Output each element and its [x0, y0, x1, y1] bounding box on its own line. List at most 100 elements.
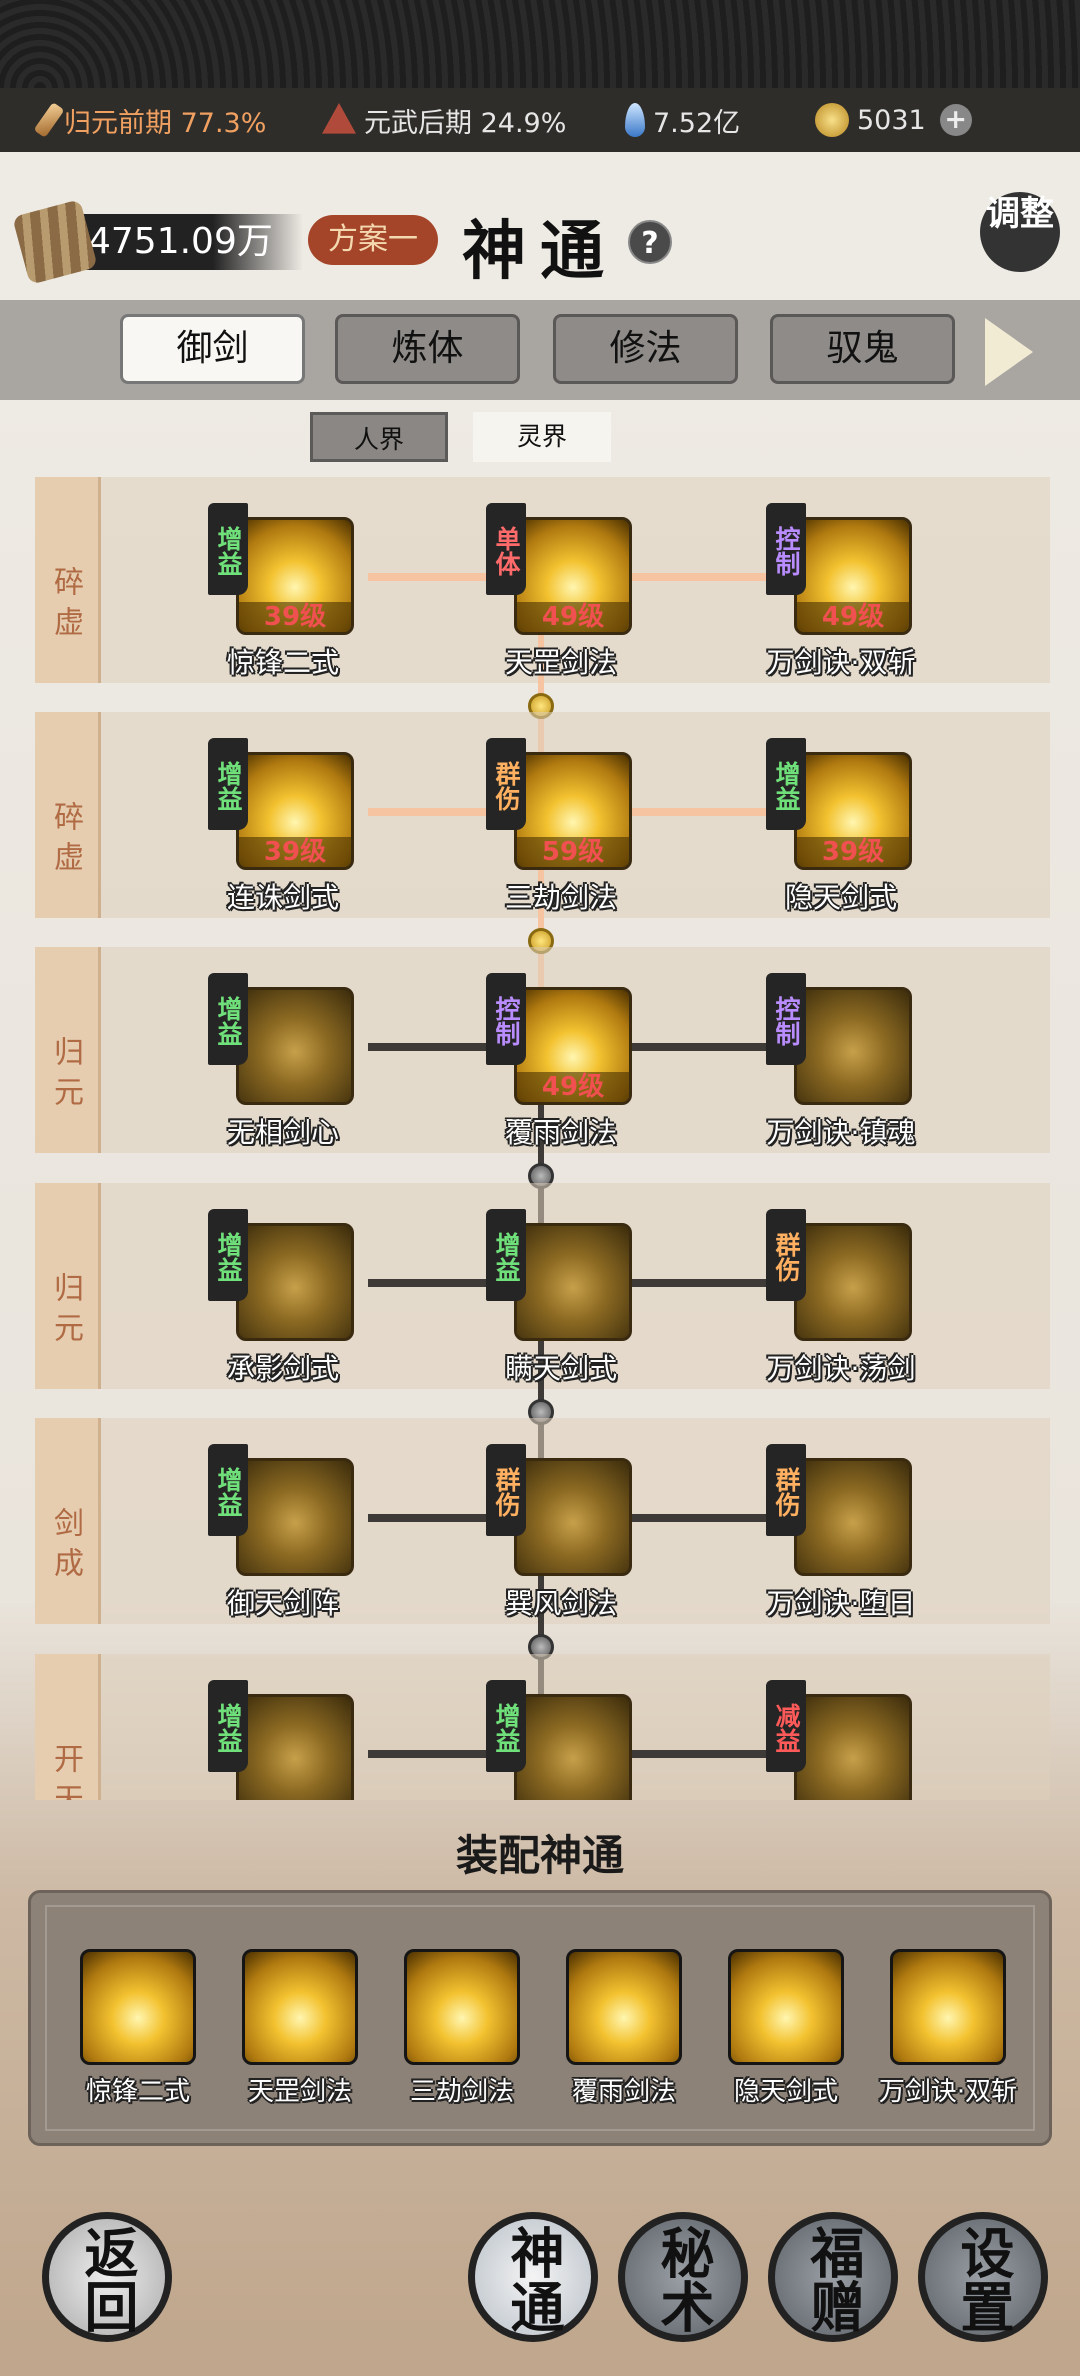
nav-button-3[interactable]: 设置 — [918, 2212, 1048, 2342]
subtab-renjie[interactable]: 人界 — [310, 412, 448, 462]
equipped-skill-icon[interactable] — [728, 1949, 844, 2065]
equipped-skill-icon[interactable] — [404, 1949, 520, 2065]
skill-name: 隐天剑式 — [784, 881, 897, 914]
skill-item[interactable]: 49级 控制 覆雨剑法 — [486, 973, 636, 1151]
equipped-skill[interactable]: 三劫剑法 — [387, 1949, 537, 2108]
skill-type-tag: 群伤 — [766, 1444, 806, 1536]
status-bar: 归元前期 77.3% 元武后期 24.9% 7.52亿 5031+ — [0, 88, 1080, 152]
realm-cultivation: 归元前期 77.3% — [33, 101, 266, 140]
skill-type-tag: 增益 — [208, 738, 248, 830]
skill-icon[interactable] — [514, 1458, 632, 1576]
skill-item[interactable]: 群伤 万剑诀·荡剑 — [766, 1209, 916, 1387]
skill-item[interactable]: 群伤 巽风剑法 — [486, 1444, 636, 1622]
skill-level: 39级 — [239, 602, 351, 632]
tab-xiufa[interactable]: 修法 — [553, 314, 738, 384]
skill-icon[interactable]: 39级 — [794, 752, 912, 870]
tab-lianti[interactable]: 炼体 — [335, 314, 520, 384]
skill-type-tag: 控制 — [766, 503, 806, 595]
skill-name: 承影剑式 — [226, 1352, 339, 1385]
add-currency-button[interactable]: + — [939, 104, 972, 136]
skill-icon[interactable] — [236, 1223, 354, 1341]
nav-button-1[interactable]: 秘术 — [618, 2212, 748, 2342]
skill-icon[interactable]: 49级 — [514, 517, 632, 635]
nav-label: 秘术 — [651, 2225, 715, 2333]
skill-icon[interactable]: 39级 — [236, 752, 354, 870]
skill-item[interactable]: 增益 无相剑心 — [208, 973, 358, 1151]
skill-level: 39级 — [797, 837, 909, 867]
skill-icon[interactable]: 59级 — [514, 752, 632, 870]
skill-type-tag: 增益 — [486, 1209, 526, 1301]
nav-button-0[interactable]: 神通 — [468, 2212, 598, 2342]
nav-label: 神通 — [501, 2225, 565, 2333]
skill-item[interactable]: 增益 — [208, 1680, 358, 1800]
equipped-skill[interactable]: 万剑诀·双斩 — [873, 1949, 1023, 2108]
chevron-right-icon[interactable] — [985, 318, 1033, 386]
skill-icon[interactable] — [514, 1223, 632, 1341]
spirit-stones: 7.52亿 — [625, 101, 740, 140]
skill-name: 惊锋二式 — [226, 646, 339, 679]
skill-icon[interactable] — [236, 1458, 354, 1576]
spirit-stones-value: 7.52亿 — [653, 107, 741, 139]
skill-type-tag: 控制 — [486, 973, 526, 1065]
skill-icon[interactable] — [794, 1458, 912, 1576]
skill-icon[interactable] — [236, 1694, 354, 1800]
skill-icon[interactable] — [794, 987, 912, 1105]
money-display: 4751.09万 — [12, 199, 303, 285]
skill-item[interactable]: 增益 承影剑式 — [208, 1209, 358, 1387]
skill-item[interactable]: 49级 单体 天罡剑法 — [486, 503, 636, 681]
skill-type-tag: 增益 — [766, 738, 806, 830]
skill-tree[interactable]: 碎虚 39级 增益 惊锋二式 49级 单体 天罡剑法 49级 控制 万剑诀·双斩… — [0, 470, 1080, 1800]
plan-selector-button[interactable]: 方案一 — [308, 215, 438, 265]
skill-item[interactable]: 减益 — [766, 1680, 916, 1800]
equipped-title: 装配神通 — [455, 1831, 624, 1880]
skill-item[interactable]: 39级 增益 隐天剑式 — [766, 738, 916, 916]
skill-item[interactable]: 增益 瞒天剑式 — [486, 1209, 636, 1387]
skill-item[interactable]: 49级 控制 万剑诀·双斩 — [766, 503, 916, 681]
skill-name: 覆雨剑法 — [504, 1116, 617, 1149]
subtab-lingjie[interactable]: 灵界 — [473, 412, 611, 462]
skill-name: 万剑诀·镇魂 — [766, 1116, 916, 1149]
skill-type-tag: 增益 — [208, 1680, 248, 1772]
equipped-skill-name: 天罡剑法 — [247, 2077, 352, 2107]
skill-level: 39级 — [239, 837, 351, 867]
equipped-skill[interactable]: 隐天剑式 — [711, 1949, 861, 2108]
help-button[interactable]: ? — [628, 220, 672, 264]
skill-icon[interactable]: 49级 — [794, 517, 912, 635]
equipped-skill-icon[interactable] — [566, 1949, 682, 2065]
equipped-skill[interactable]: 天罡剑法 — [225, 1949, 375, 2108]
tab-yujian[interactable]: 御剑 — [120, 314, 305, 384]
skill-item[interactable]: 59级 群伤 三劫剑法 — [486, 738, 636, 916]
top-pattern-band — [0, 0, 1080, 88]
skill-item[interactable]: 增益 御天剑阵 — [208, 1444, 358, 1622]
page-title: 神通 — [462, 214, 618, 289]
scroll-icon — [12, 199, 98, 285]
equipped-skill-icon[interactable] — [80, 1949, 196, 2065]
equipped-skill-name: 三劫剑法 — [409, 2077, 514, 2107]
skill-name: 天罡剑法 — [504, 646, 617, 679]
skill-icon[interactable]: 49级 — [514, 987, 632, 1105]
money-value: 4751.09万 — [78, 214, 303, 270]
equipped-skill-icon[interactable] — [242, 1949, 358, 2065]
skill-item[interactable]: 39级 增益 惊锋二式 — [208, 503, 358, 681]
equipped-skill[interactable]: 覆雨剑法 — [549, 1949, 699, 2108]
skill-item[interactable]: 39级 增益 连诛剑式 — [208, 738, 358, 916]
jade-value: 5031 — [857, 104, 926, 136]
skill-icon[interactable] — [794, 1694, 912, 1800]
skill-icon[interactable] — [514, 1694, 632, 1800]
skill-item[interactable]: 增益 — [486, 1680, 636, 1800]
skill-level: 59级 — [517, 837, 629, 867]
skill-icon[interactable] — [794, 1223, 912, 1341]
martial-emblem-icon — [322, 103, 356, 134]
skill-type-tag: 单体 — [486, 503, 526, 595]
skill-item[interactable]: 群伤 万剑诀·堕日 — [766, 1444, 916, 1622]
nav-button-2[interactable]: 福赠 — [768, 2212, 898, 2342]
skill-item[interactable]: 控制 万剑诀·镇魂 — [766, 973, 916, 1151]
back-button[interactable]: 返回 — [42, 2212, 172, 2342]
tab-yugui[interactable]: 驭鬼 — [770, 314, 955, 384]
skill-icon[interactable] — [236, 987, 354, 1105]
skill-type-tag: 增益 — [208, 1209, 248, 1301]
adjust-button[interactable]: 调整 — [980, 192, 1060, 272]
skill-icon[interactable]: 39级 — [236, 517, 354, 635]
equipped-skill[interactable]: 惊锋二式 — [63, 1949, 213, 2108]
equipped-skill-icon[interactable] — [890, 1949, 1006, 2065]
